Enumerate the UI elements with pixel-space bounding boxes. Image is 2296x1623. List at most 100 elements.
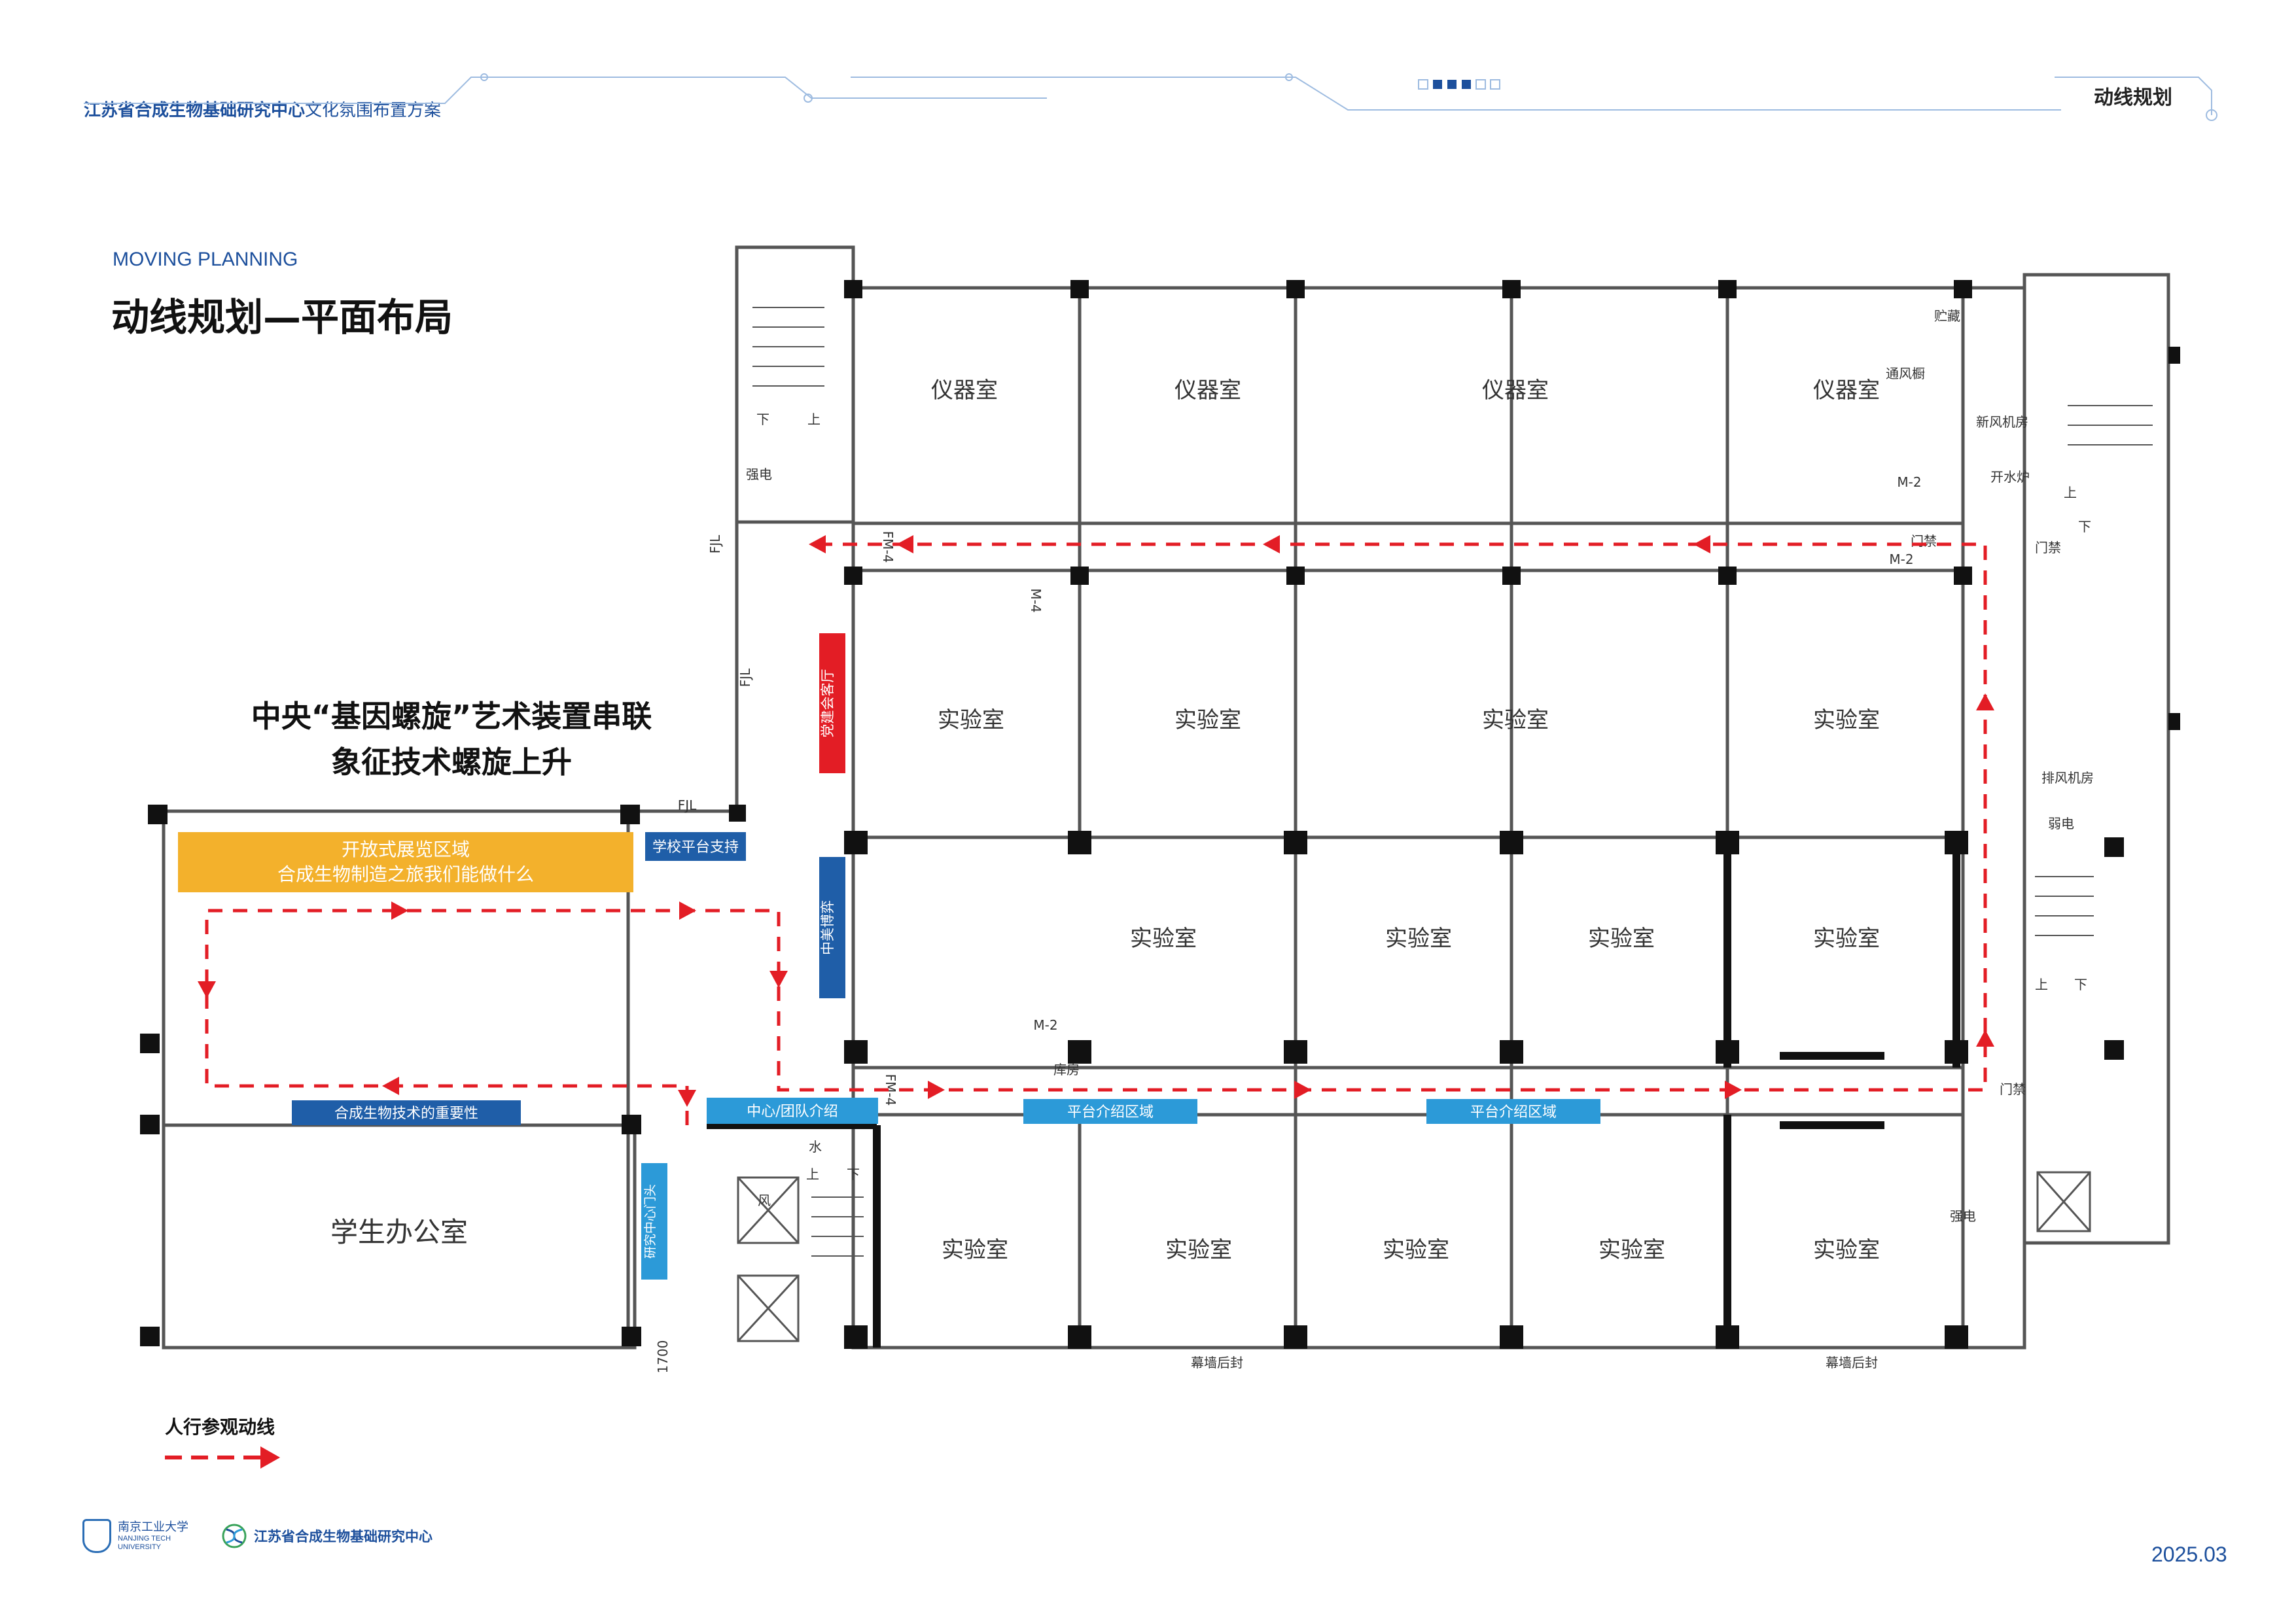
school-logo-text: 南京工业大学 NANJING TECH UNIVERSITY (118, 1520, 188, 1552)
dna-logo-icon (222, 1524, 247, 1548)
slogan: 中央“基因螺旋”艺术装置串联 象征技术螺旋上升 (216, 693, 687, 785)
label-fjl-2: FJL (707, 534, 723, 553)
label-up-3: 上 (2035, 977, 2048, 992)
school-platform-label: 学校平台支持 (652, 839, 739, 856)
route-arrow-6 (1976, 1030, 1994, 1047)
label-up-4: 上 (2064, 485, 2077, 500)
room-lab-r2-4: 实验室 (1813, 926, 1880, 952)
label-fjl-1: FJL (678, 797, 697, 813)
label-access-2: 门禁 (2035, 540, 2061, 555)
room-lab-r2-2: 实验室 (1385, 926, 1452, 952)
label-down-3: 下 (2074, 977, 2087, 992)
center-logo-text: 江苏省合成生物基础研究中心 (254, 1529, 433, 1544)
school-name-cn: 南京工业大学 (118, 1520, 188, 1534)
center-gate-box (641, 1163, 667, 1280)
route-arrow-12 (391, 901, 408, 920)
label-wind: 风 (758, 1193, 771, 1208)
label-curtain-1: 幕墙后封 (1191, 1355, 1243, 1370)
open-exhibit-line-1: 开放式展览区域 (342, 839, 470, 860)
label-exhaust-room: 排风机房 (2041, 770, 2094, 786)
label-store-sample: 库房 (1053, 1062, 1080, 1077)
label-storage: 贮藏 (1934, 308, 1960, 324)
label-down-1: 下 (756, 411, 769, 427)
room-lab-r3-1: 实验室 (942, 1237, 1008, 1263)
label-vent-cabinet: 通风橱 (1886, 366, 1925, 381)
cn-us-game-label: 中美博弈 (820, 900, 836, 955)
label-fjl-3: FJL (737, 668, 753, 687)
thick-walls (707, 837, 1960, 1348)
label-down-2: 下 (847, 1166, 860, 1182)
school-name-en-2: UNIVERSITY (118, 1543, 162, 1551)
structural-columns (140, 280, 2180, 1349)
slogan-line-2: 象征技术螺旋上升 (331, 744, 572, 780)
label-up-2: 上 (806, 1166, 819, 1182)
room-lab-r2-1: 实验室 (1130, 926, 1197, 952)
header-decoration (84, 73, 2217, 121)
label-m2-1: M-2 (1897, 474, 1921, 490)
slogan-line-1: 中央“基因螺旋”艺术装置串联 (251, 699, 652, 734)
platform-intro-2-box (1426, 1099, 1600, 1124)
route-arrow-14 (382, 1077, 399, 1095)
footer-date: 2025.03 (2151, 1543, 2227, 1566)
label-up-1: 上 (807, 411, 821, 427)
header-section: 动线规划 (2094, 86, 2172, 109)
highlight-labels: 开放式展览区域 合成生物制造之旅我们能做什么 学校平台支持 合成生物技术的重要性… (178, 633, 1600, 1280)
label-strong-power-1: 强电 (746, 466, 772, 482)
room-lab-r1-1: 实验室 (938, 707, 1004, 733)
importance-label: 合成生物技术的重要性 (334, 1106, 478, 1122)
importance-box (292, 1100, 521, 1125)
legend-label: 人行参观动线 (165, 1416, 275, 1438)
label-access-3: 门禁 (2000, 1081, 2026, 1097)
center-gate-label: 研究中心门头 (643, 1184, 658, 1259)
room-lab-r3-5: 实验室 (1813, 1237, 1880, 1263)
route-arrow-1 (809, 535, 826, 553)
room-lab-r3-4: 实验室 (1598, 1237, 1665, 1263)
room-lab-r3-3: 实验室 (1383, 1237, 1449, 1263)
small-labels: 新风机房 排风机房 开水炉 贮藏 通风橱 弱电 弱电 强电 强电 幕墙后封 幕墙… (655, 308, 2094, 1373)
route-arrow-7 (1725, 1081, 1742, 1099)
open-exhibit-line-2: 合成生物制造之旅我们能做什么 (277, 864, 534, 885)
label-curtain-2: 幕墙后封 (1826, 1355, 1878, 1370)
label-strong-power-2: 强电 (1950, 1208, 1976, 1224)
center-logo: 江苏省合成生物基础研究中心 (220, 1523, 433, 1549)
platform-intro-1-label: 平台介绍区域 (1067, 1104, 1154, 1121)
route-arrow-5 (1976, 693, 1994, 710)
route-arrows (198, 535, 1994, 1107)
label-weak-power-1: 弱电 (2048, 816, 2074, 831)
page-title: 动线规划—平面布局 (111, 295, 453, 340)
visitor-route (205, 542, 1987, 1125)
room-instrument-1: 仪器室 (931, 377, 998, 404)
label-m4-sample: M-4 (1028, 588, 1044, 612)
page-subtitle: MOVING PLANNING (113, 249, 298, 270)
route-arrow-3 (1263, 535, 1280, 553)
room-labels: 仪器室 仪器室 仪器室 仪器室 实验室 实验室 实验室 实验室 实验室 实验室 … (330, 377, 1880, 1263)
stairs-elevator (737, 307, 2153, 1342)
route-segment-left-loop (205, 542, 1987, 1125)
room-lab-r2-3: 实验室 (1588, 926, 1655, 952)
room-lab-r1-2: 实验室 (1174, 707, 1241, 733)
room-instrument-4: 仪器室 (1813, 377, 1880, 404)
center-intro-label: 中心/团队介绍 (747, 1104, 838, 1120)
room-instrument-3: 仪器室 (1482, 377, 1549, 404)
cn-us-game-box (819, 857, 845, 998)
label-fm-1: FM-4 (880, 531, 896, 563)
route-arrow-11 (679, 901, 696, 920)
platform-intro-1-box (1023, 1099, 1197, 1124)
school-name-en-1: NANJING TECH (118, 1535, 171, 1543)
label-boiler: 开水炉 (1990, 469, 2030, 485)
route-arrow-4 (1693, 535, 1710, 553)
label-access-1: 门禁 (1911, 533, 1937, 549)
room-student-office: 学生办公室 (330, 1216, 468, 1248)
route-arrow-13 (198, 981, 216, 998)
route-arrow-2 (896, 535, 913, 553)
honor-hall-box (819, 633, 845, 773)
label-m2-2: M-2 (1889, 551, 1913, 567)
center-intro-box (707, 1098, 878, 1124)
label-dim-1700: 1700 (655, 1340, 671, 1374)
legend-route-sample (165, 1446, 280, 1469)
route-arrow-8 (1294, 1081, 1311, 1099)
route-arrow-10 (769, 971, 788, 988)
honor-hall-label: 党建会客厅 (820, 669, 836, 738)
walls (162, 245, 2170, 1350)
